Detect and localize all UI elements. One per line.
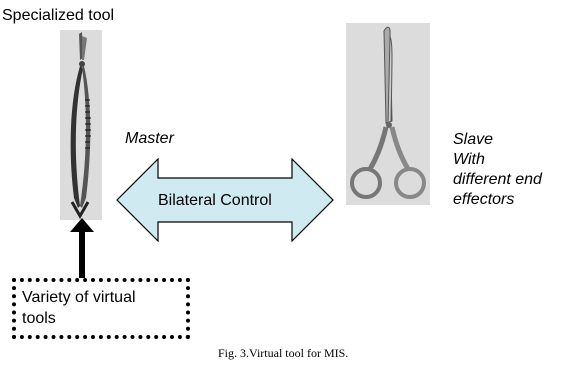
slave-label-line2: With	[453, 151, 485, 168]
variety-of-tools-box	[12, 278, 190, 339]
bilateral-control-label: Bilateral Control	[158, 192, 272, 209]
master-label: Master	[125, 130, 174, 147]
slave-label-line3: different end	[453, 171, 542, 188]
bilateral-arrow-icon	[116, 158, 334, 242]
variety-label-line2: tools	[22, 310, 56, 327]
figure-caption: Fig. 3.Virtual tool for MIS.	[218, 346, 349, 360]
slave-label-line1: Slave	[453, 131, 494, 148]
up-arrow-icon	[70, 218, 94, 280]
micro-scissors-icon	[70, 32, 91, 220]
variety-label-line1: Variety of virtual	[22, 289, 136, 306]
slave-label-line4: effectors	[453, 191, 515, 208]
surgical-scissors-icon	[350, 26, 426, 199]
slave-tool-image	[346, 23, 430, 205]
specialized-tool-title: Specialized tool	[2, 7, 115, 24]
master-tool-image	[60, 30, 102, 220]
